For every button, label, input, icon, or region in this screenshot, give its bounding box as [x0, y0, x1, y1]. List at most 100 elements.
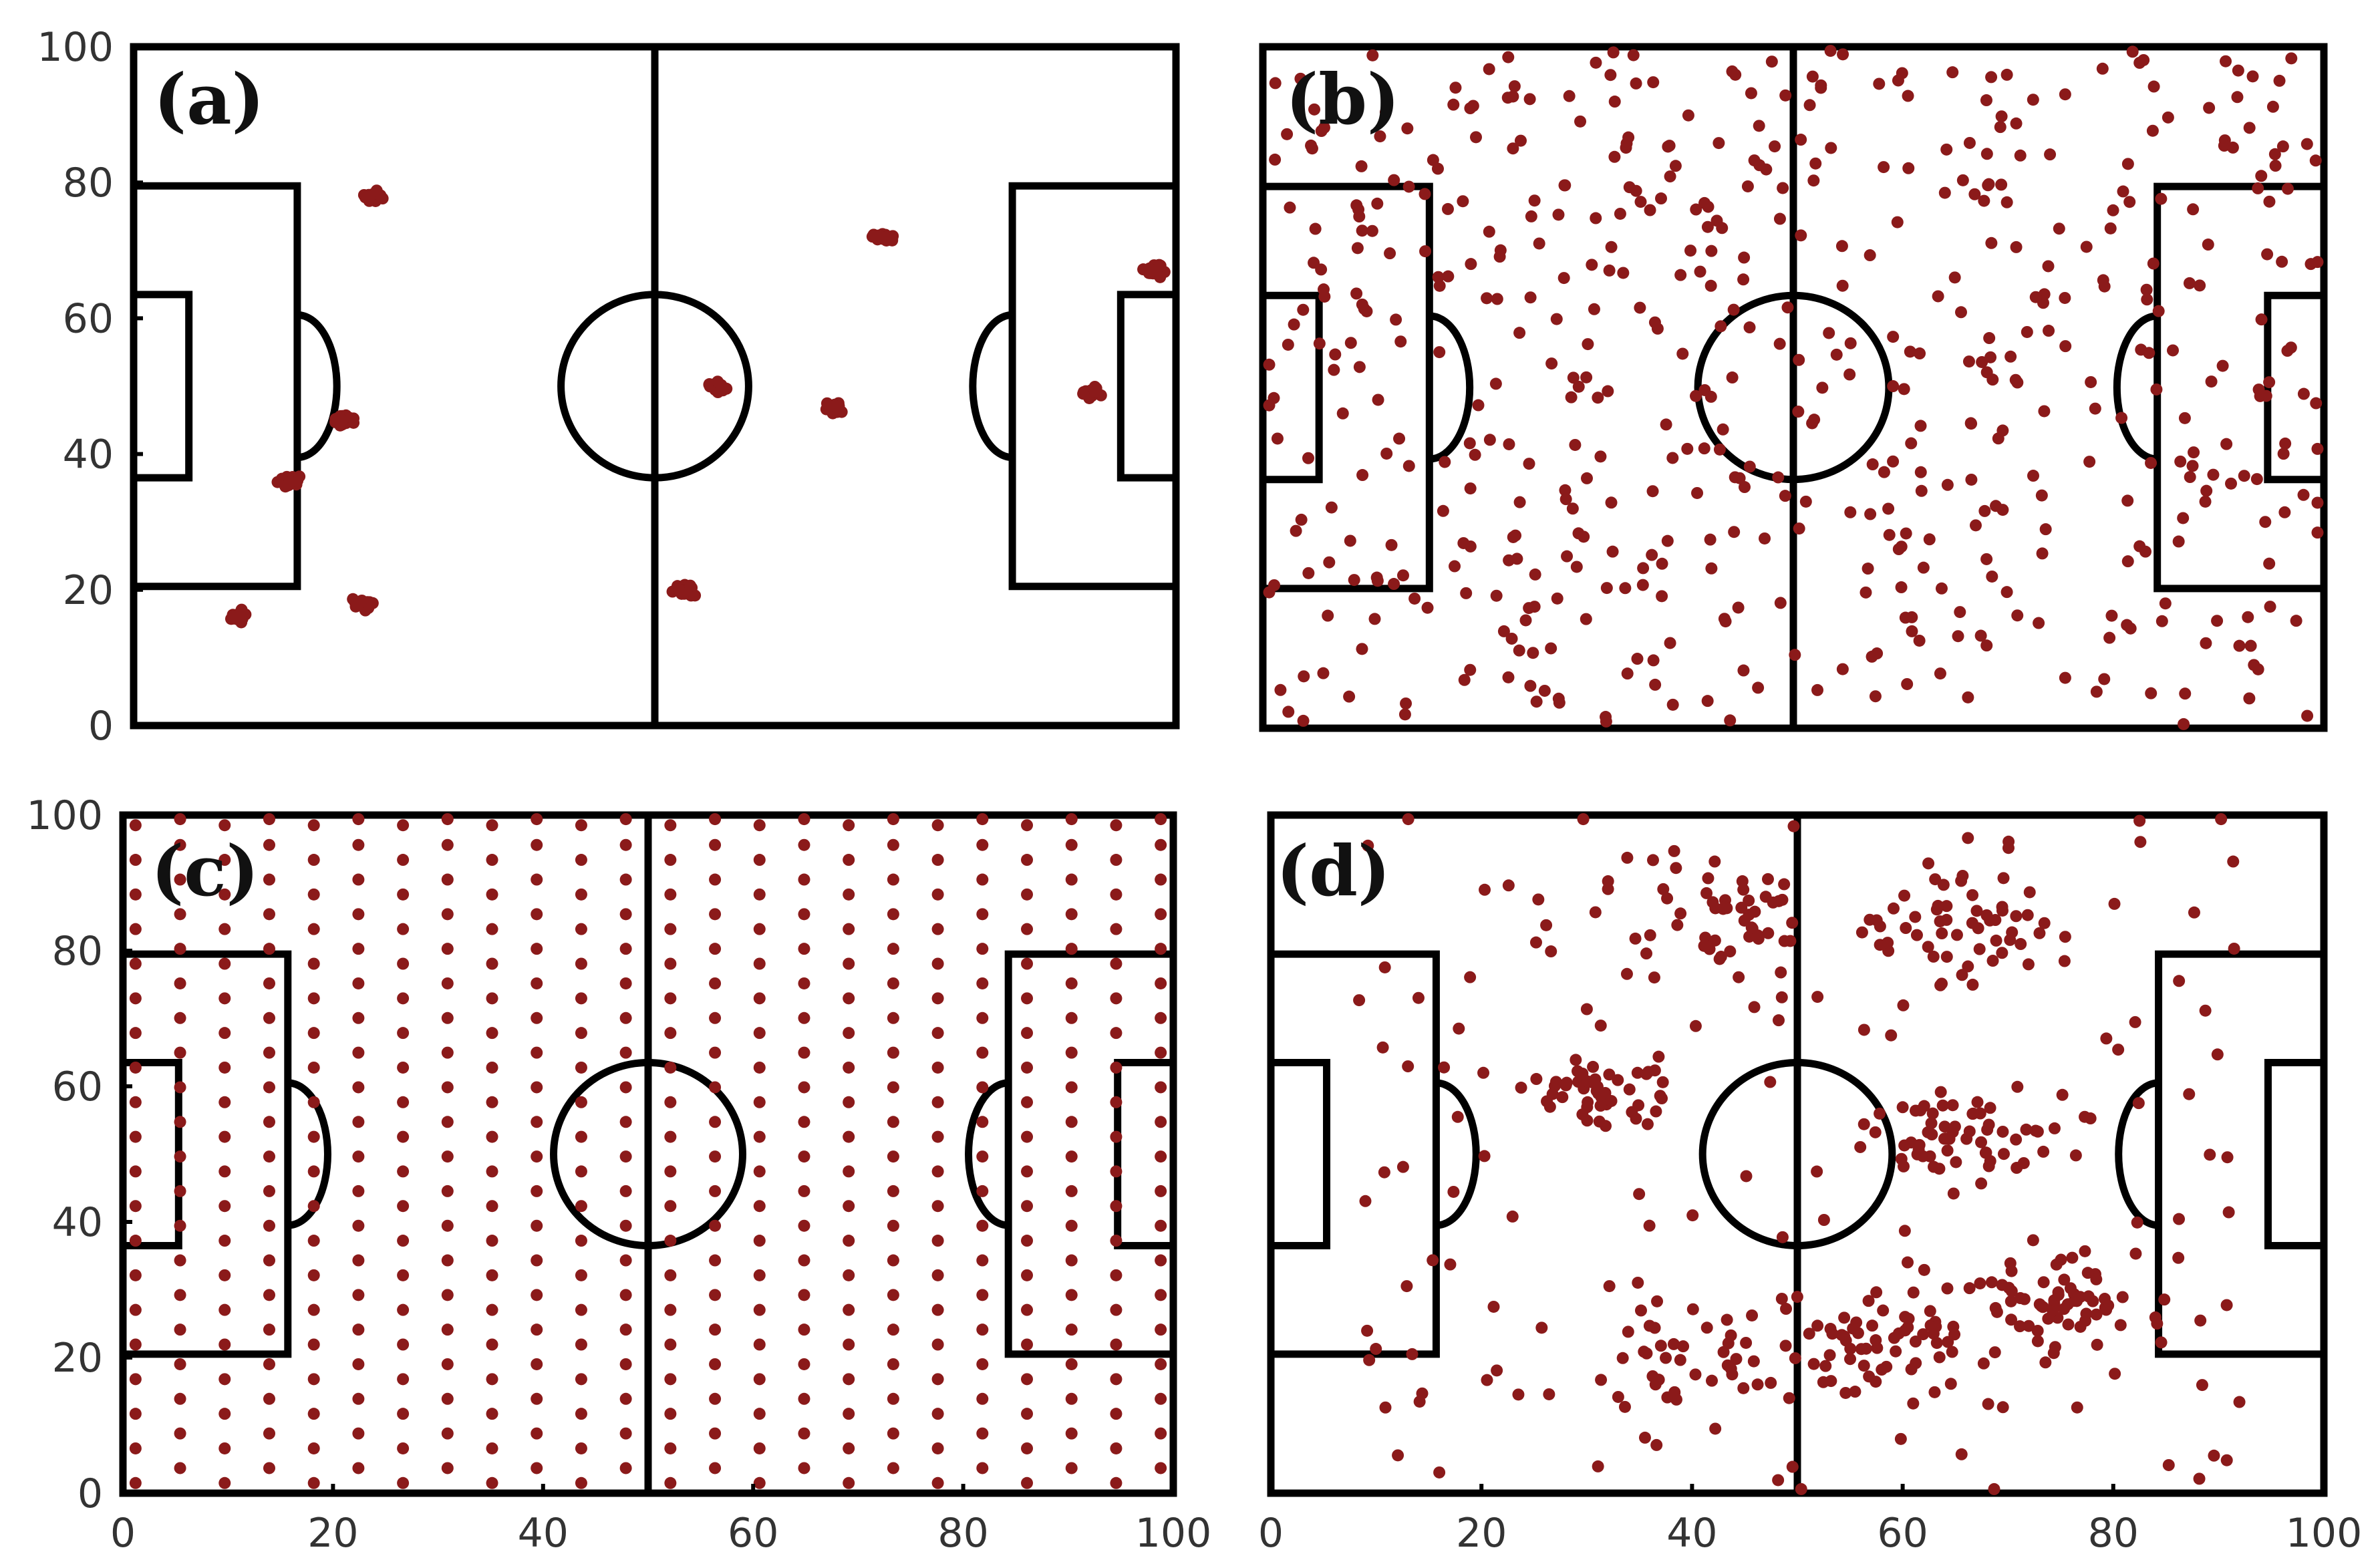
player-position-dot: [1483, 63, 1495, 75]
player-position-dot: [619, 1427, 632, 1440]
player-position-dot: [129, 1269, 142, 1281]
player-position-dot: [1940, 900, 1953, 913]
player-position-dot: [307, 923, 320, 935]
player-position-dot: [1646, 854, 1659, 867]
player-position-dot: [931, 1303, 944, 1316]
player-position-dot: [1835, 240, 1848, 253]
player-position-dot: [1508, 80, 1521, 93]
player-position-dot: [1905, 437, 1918, 450]
player-position-dot: [1284, 201, 1296, 214]
player-position-dot: [843, 1165, 855, 1178]
player-position-dot: [2059, 671, 2071, 684]
player-position-dot: [2172, 535, 2185, 548]
player-position-dot: [1686, 1303, 1699, 1315]
player-position-dot: [1849, 1386, 1862, 1398]
player-position-dot: [1844, 506, 1857, 518]
player-position-dot: [1421, 601, 1434, 614]
player-position-dot: [2023, 1319, 2035, 1332]
player-position-dot: [1021, 1165, 1034, 1178]
player-position-dot: [709, 873, 722, 886]
player-position-dot: [2199, 495, 2212, 508]
player-position-dot: [798, 1011, 810, 1024]
player-position-dot: [441, 1427, 454, 1440]
player-position-dot: [1572, 380, 1585, 393]
player-position-dot: [1924, 1305, 1936, 1317]
player-position-dot: [1621, 667, 1634, 680]
player-position-dot: [1650, 1438, 1663, 1451]
player-position-dot: [1844, 1353, 1857, 1366]
player-position-dot: [2276, 140, 2289, 153]
player-position-dot: [1487, 1300, 1500, 1313]
player-position-dot: [1065, 1219, 1078, 1232]
player-position-dot: [2242, 611, 2254, 623]
player-position-dot: [1590, 56, 1602, 69]
player-position-dot: [1941, 1144, 1954, 1157]
player-position-dot: [1469, 448, 1481, 461]
player-position-dot: [753, 1235, 766, 1247]
player-position-dot: [2300, 138, 2313, 150]
player-position-dot: [1982, 1160, 1995, 1172]
player-position-dot: [931, 1338, 944, 1351]
player-position-dot: [1660, 1352, 1672, 1364]
player-position-dot: [2268, 148, 2281, 160]
player-position-dot: [1392, 1449, 1404, 1462]
player-position-dot: [1402, 1060, 1415, 1073]
player-position-dot: [2006, 926, 2019, 939]
right-goal-area: [2264, 1058, 2324, 1250]
player-position-dot: [1807, 1358, 1820, 1370]
x-tick-label: 60: [728, 1510, 778, 1557]
left-penalty-arc: [1429, 312, 1474, 463]
player-position-dot: [2173, 975, 2186, 987]
player-position-dot: [1622, 1325, 1634, 1338]
player-position-dot: [1906, 625, 1918, 637]
player-position-dot: [887, 1289, 899, 1301]
player-position-dot: [1155, 838, 1167, 851]
player-position-dot: [2233, 639, 2246, 652]
player-position-dot: [1351, 242, 1364, 255]
player-position-dot: [1620, 967, 1633, 980]
player-position-dot: [1590, 212, 1602, 224]
player-position-dot: [619, 1392, 632, 1405]
player-position-dot: [397, 1096, 410, 1108]
player-position-dot: [129, 1338, 142, 1351]
player-position-dot: [798, 1462, 810, 1474]
player-position-dot: [798, 873, 810, 886]
player-position-dot: [1021, 1200, 1034, 1213]
player-position-dot: [887, 838, 899, 851]
player-position-dot: [709, 1081, 722, 1094]
player-position-dot: [1895, 540, 1908, 553]
player-position-dot: [2031, 1335, 2044, 1348]
player-position-dot: [307, 992, 320, 1005]
player-position-dot: [218, 1165, 231, 1178]
player-position-dot: [1460, 587, 1473, 599]
player-position-dot: [1589, 1073, 1602, 1086]
player-positions: [225, 184, 1171, 629]
player-position-dot: [2031, 1125, 2044, 1138]
player-position-dot: [1962, 355, 1975, 368]
player-position-dot: [1854, 1140, 1867, 1153]
player-position-dot: [1869, 1126, 1882, 1138]
player-position-dot: [1550, 313, 1563, 325]
player-position-dot: [1620, 137, 1633, 150]
player-position-dot: [397, 1476, 410, 1489]
player-position-dot: [352, 813, 365, 826]
player-position-dot: [486, 923, 498, 935]
player-position-dot: [1682, 109, 1694, 122]
player-position-dot: [2091, 1338, 2103, 1351]
player-position-dot: [1927, 950, 1940, 963]
player-position-dot: [1398, 708, 1411, 721]
player-position-dot: [1689, 1020, 1702, 1032]
player-position-dot: [531, 1116, 543, 1128]
player-position-dot: [1938, 186, 1951, 199]
player-position-dot: [843, 1130, 855, 1143]
player-position-dot: [873, 229, 885, 242]
player-position-dot: [218, 1269, 231, 1281]
player-position-dot: [2250, 473, 2263, 486]
x-tick-label: 100: [1135, 1510, 1212, 1557]
player-position-dot: [887, 813, 899, 826]
player-position-dot: [1929, 873, 1942, 886]
player-position-dot: [1736, 875, 1749, 888]
player-position-dot: [1786, 917, 1799, 929]
left-goal-area: [1263, 291, 1323, 484]
player-position-dot: [285, 476, 297, 488]
